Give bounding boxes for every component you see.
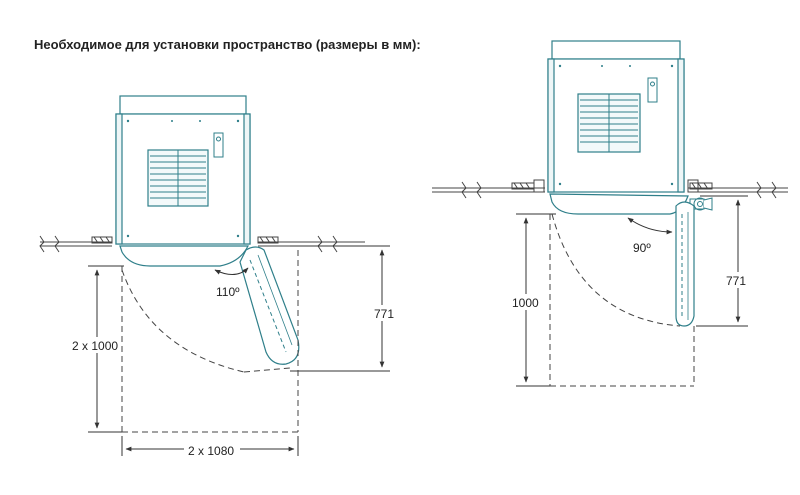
left-view: 110º 771 2 x 1000 2 x 108 [39, 95, 394, 458]
left-door-depth-label: 771 [374, 307, 394, 321]
left-unit-screws [126, 119, 240, 238]
right-wall [432, 179, 788, 199]
left-open-door [239, 246, 300, 365]
right-clearance-box [549, 214, 695, 387]
right-unit-grille [580, 94, 638, 152]
left-unit-latch [213, 132, 224, 158]
right-dim-771 [696, 195, 748, 327]
page-heading: Необходимое для установки пространство (… [34, 37, 421, 52]
left-door-base [119, 245, 249, 267]
right-door-depth-label: 771 [726, 274, 746, 288]
right-swing-arc [551, 213, 681, 327]
left-unit-grille [150, 150, 206, 206]
left-swing-arc [121, 269, 245, 373]
left-unit-body [115, 95, 251, 245]
left-angle-arc [214, 267, 249, 275]
right-unit-screws [558, 64, 674, 186]
right-angle-label: 90º [633, 241, 651, 255]
left-swing-arc-end [243, 367, 291, 373]
left-total-depth-label: 2 x 1000 [72, 339, 118, 353]
right-door-base [549, 193, 689, 215]
right-unit-latch [647, 77, 658, 103]
left-angle-label: 110º [216, 285, 240, 299]
left-total-width-label: 2 x 1080 [188, 444, 234, 458]
left-clearance-box [121, 250, 299, 433]
right-unit-body [547, 40, 685, 193]
right-view: 90º 771 1000 [432, 40, 788, 387]
right-total-depth-label: 1000 [512, 296, 539, 310]
right-angle-arc [627, 217, 673, 235]
right-open-door [675, 201, 695, 327]
